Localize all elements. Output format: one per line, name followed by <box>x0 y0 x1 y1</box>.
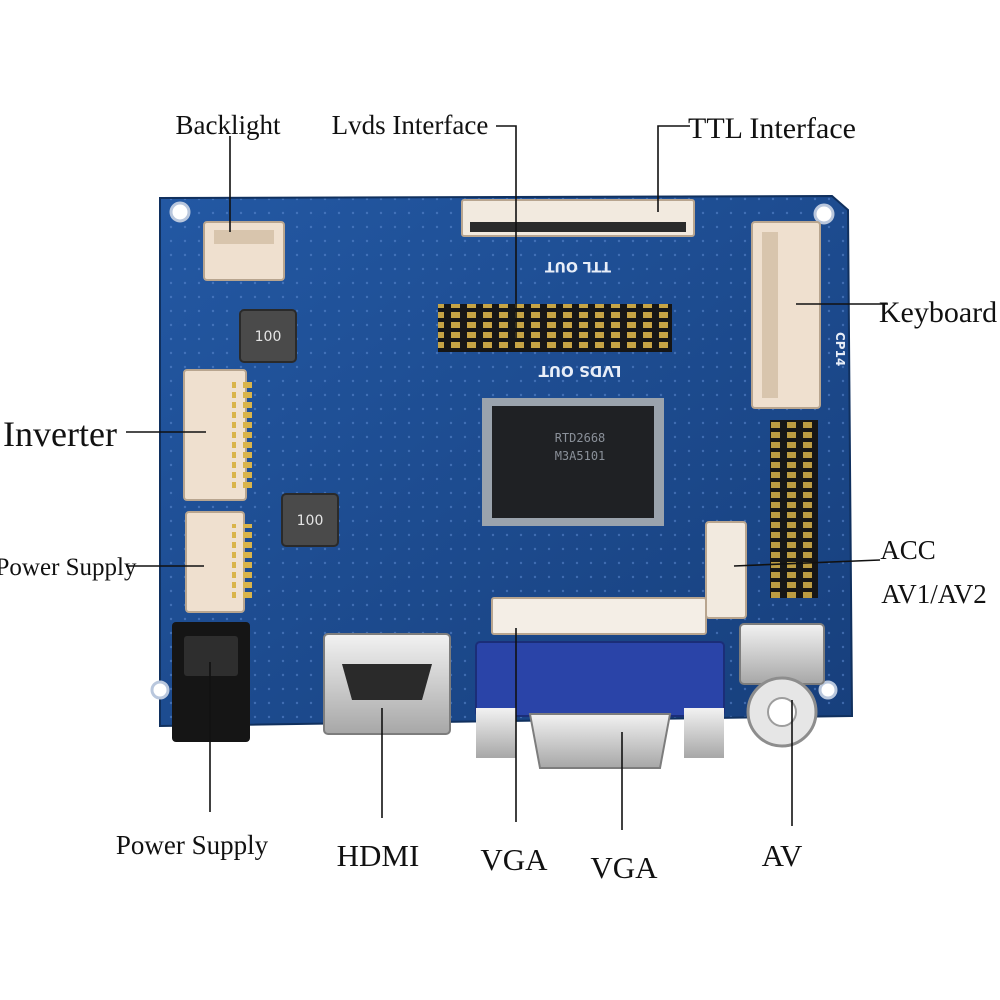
label-vga-right: VGA <box>590 850 658 885</box>
label-lvds-interface: Lvds Interface <box>332 110 489 140</box>
acc-connector <box>705 521 747 619</box>
label-keyboard: Keyboard <box>879 296 997 329</box>
vga-header <box>491 597 707 635</box>
leader-ttl <box>657 125 690 212</box>
silk-cp14: CP14 <box>833 332 847 366</box>
keyboard-connector <box>751 221 821 409</box>
inductor-bottom: 100 <box>281 493 339 547</box>
label-power-supply-left: Power Supply <box>0 554 137 581</box>
dc-power-jack <box>172 622 250 742</box>
silk-lvds-out: LVDS OUT <box>538 362 622 380</box>
av-rca-jack <box>739 623 825 748</box>
chip-line-2: M3A5101 <box>555 449 606 463</box>
mounting-hole <box>818 680 838 700</box>
callout-labels: Backlight Lvds Interface TTL Interface K… <box>0 110 997 885</box>
chip-line-1: RTD2668 <box>555 431 606 445</box>
inverter-connector <box>183 369 254 501</box>
mounting-hole <box>813 203 835 225</box>
label-power-supply-bottom: Power Supply <box>116 830 269 860</box>
leader-acc <box>733 559 881 567</box>
av-header <box>770 420 818 598</box>
mounting-hole <box>169 201 191 223</box>
hdmi-port <box>323 633 451 735</box>
label-av: AV <box>762 838 803 873</box>
leader-lvds <box>496 125 517 338</box>
label-backlight: Backlight <box>176 110 281 140</box>
label-ttl-interface: TTL Interface <box>688 112 856 145</box>
power-supply-connector <box>185 511 254 613</box>
inductor-top-label: 100 <box>255 329 282 345</box>
main-chip: RTD2668 M3A5101 <box>482 398 664 526</box>
label-av1-av2: AV1/AV2 <box>881 579 987 609</box>
inductor-bottom-label: 100 <box>297 513 324 529</box>
ttl-connector <box>461 199 695 237</box>
mounting-hole <box>150 680 170 700</box>
vga-dsub-port <box>475 641 725 769</box>
backlight-connector <box>203 221 285 281</box>
label-hdmi: HDMI <box>337 838 420 873</box>
label-inverter: Inverter <box>3 414 117 454</box>
silk-ttl-out: TTL OUT <box>545 258 611 274</box>
lvds-header <box>438 304 672 352</box>
label-vga-left: VGA <box>480 842 548 877</box>
inductor-top: 100 <box>239 309 297 363</box>
label-acc: ACC <box>880 535 936 565</box>
leader-lines <box>126 125 888 830</box>
